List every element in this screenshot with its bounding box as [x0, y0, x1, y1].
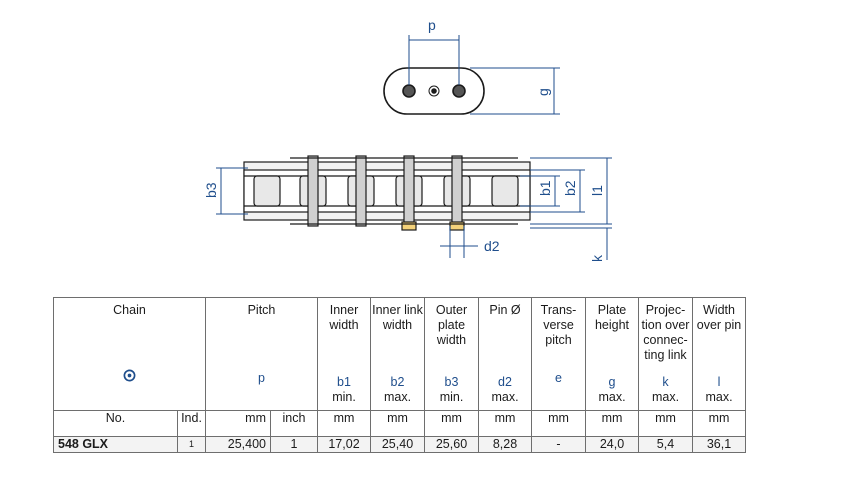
- dim-label-b2: b2: [562, 180, 578, 196]
- unit-cell: inch: [270, 410, 318, 437]
- col-label: Width over pin: [696, 303, 742, 332]
- dim-label-b3: b3: [203, 182, 219, 198]
- col-sub: max.: [705, 390, 733, 404]
- e-cell: -: [531, 436, 586, 453]
- chain-number-cell: 548 GLX: [53, 436, 178, 453]
- unit-cell: Ind.: [177, 410, 206, 437]
- b3-dimension: [216, 167, 248, 215]
- dim-label-b1: b1: [537, 180, 553, 196]
- col-symbol: l: [717, 375, 721, 389]
- l-cell: 36,1: [692, 436, 746, 453]
- g-cell: 24,0: [585, 436, 639, 453]
- dim-label-l1: l1: [589, 185, 605, 196]
- col-pitch: Pitch p: [205, 297, 318, 411]
- col-symbol: b1: [337, 375, 351, 389]
- col-symbol: k: [662, 375, 669, 389]
- chain-sprocket-icon: [123, 369, 136, 382]
- col-label: Chain: [113, 303, 146, 317]
- dim-label-d2: d2: [484, 238, 500, 254]
- col-sub: min.: [439, 390, 464, 404]
- col-sub: max.: [598, 390, 626, 404]
- col-symbol: d2: [498, 375, 512, 389]
- unit-cell: mm: [638, 410, 693, 437]
- unit-cell: No.: [53, 410, 178, 437]
- col-label: Inner link width: [372, 303, 423, 332]
- index-cell: 1: [177, 436, 206, 453]
- chain-side-view: [243, 155, 531, 231]
- col-symbol: p: [258, 371, 265, 385]
- pitch-inch-cell: 1: [270, 436, 318, 453]
- width-dimensions: [520, 157, 612, 260]
- pitch-mm-cell: 25,400: [205, 436, 271, 453]
- col-sub: max.: [491, 390, 519, 404]
- table-row: 548 GLX 1 25,400 1 17,02 25,40 25,60 8,2…: [53, 436, 746, 453]
- col-sub: max.: [383, 390, 412, 404]
- k-cell: 5,4: [638, 436, 693, 453]
- col-symbol: g: [608, 375, 616, 389]
- unit-cell: mm: [317, 410, 371, 437]
- col-sub: max.: [651, 390, 680, 404]
- d2-cell: 8,28: [478, 436, 532, 453]
- unit-cell: mm: [370, 410, 425, 437]
- pitch-dimension: [408, 35, 460, 85]
- col-sub: min.: [332, 390, 356, 404]
- unit-cell: mm: [478, 410, 532, 437]
- dim-label-k: k: [589, 254, 605, 262]
- unit-cell: mm: [531, 410, 586, 437]
- col-label: Plate height: [594, 303, 630, 332]
- col-label: Pitch: [247, 303, 276, 317]
- unit-cell: mm: [205, 410, 271, 437]
- chain-technical-drawing: p g b3: [203, 17, 612, 262]
- col-label: Inner width: [329, 303, 359, 332]
- b3-cell: 25,60: [424, 436, 479, 453]
- col-label: Outer plate width: [435, 303, 468, 347]
- dim-label-p: p: [428, 17, 436, 33]
- col-symbol: b3: [444, 375, 459, 389]
- b1-cell: 17,02: [317, 436, 371, 453]
- d2-dimension: [440, 226, 478, 258]
- dim-label-g: g: [535, 88, 551, 96]
- col-symbol: b2: [390, 375, 405, 389]
- col-transverse-pitch: Trans-verse pitch e: [531, 297, 586, 411]
- col-label: Pin Ø: [489, 303, 521, 317]
- units-row: No. Ind. mm inch mm mm mm mm mm mm mm mm: [53, 410, 746, 437]
- height-dimension: [470, 67, 560, 115]
- unit-cell: mm: [585, 410, 639, 437]
- unit-cell: mm: [424, 410, 479, 437]
- b2-cell: 25,40: [370, 436, 425, 453]
- col-symbol: e: [555, 371, 562, 385]
- col-label: Projec-tion over connec-ting link: [641, 303, 690, 362]
- col-chain: Chain: [53, 297, 206, 411]
- col-label: Trans-verse pitch: [540, 303, 577, 347]
- plate-top-view: [383, 67, 485, 115]
- unit-cell: mm: [692, 410, 746, 437]
